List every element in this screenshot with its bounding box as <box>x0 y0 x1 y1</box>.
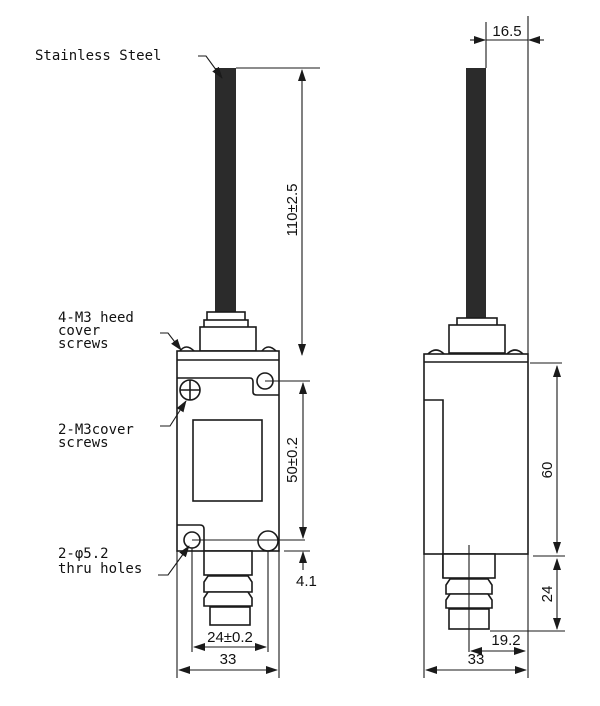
dim-front-width: 33 <box>220 651 237 668</box>
label-holes-2: thru holes <box>58 561 142 577</box>
label-cover-screws-2: screws <box>58 435 109 451</box>
dim-hole-offset: 4.1 <box>296 573 317 590</box>
side-rod <box>466 68 486 320</box>
label-head-screws-2: cover <box>58 323 100 339</box>
label-stainless-steel: Stainless Steel <box>35 48 161 64</box>
side-body <box>423 353 529 555</box>
dim-side-width: 33 <box>468 651 485 668</box>
front-actuator-head <box>199 326 257 352</box>
front-rod <box>215 68 236 313</box>
dim-plunger-height: 24 <box>539 586 556 603</box>
front-view: 110±2.5 50±0.2 4.1 24±0.2 33 <box>176 67 320 678</box>
dim-rod-length: 110±2.5 <box>284 184 301 237</box>
front-plunger-bellows <box>203 575 253 626</box>
label-head-screws-3: screws <box>58 336 109 352</box>
dim-hole-pitch-horizontal: 24±0.2 <box>207 629 253 646</box>
dim-hole-pitch-vertical: 50±0.2 <box>284 437 301 483</box>
label-head-screws-1: 4-M3 heed <box>58 310 134 326</box>
side-view: 16.5 60 24 19.2 33 <box>423 16 565 678</box>
front-window <box>192 419 263 502</box>
cover-screw-icon <box>179 379 201 401</box>
dim-body-height: 60 <box>539 462 556 479</box>
dim-plunger-offset: 19.2 <box>491 632 520 649</box>
dim-rod-offset: 16.5 <box>492 23 521 40</box>
label-cover-screws-1: 2-M3cover <box>58 422 134 438</box>
label-holes-1: 2-φ5.2 <box>58 546 109 562</box>
callouts: Stainless Steel 4-M3 heed cover screws 2… <box>35 48 223 577</box>
